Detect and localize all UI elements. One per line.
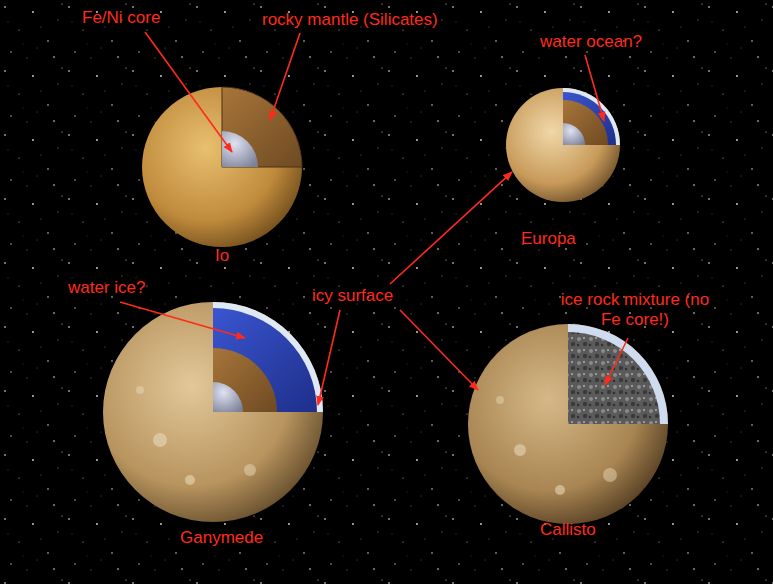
leader-lines <box>120 32 628 405</box>
ocean-layer <box>563 92 616 145</box>
core-layer <box>563 123 585 145</box>
crater <box>555 485 565 495</box>
crater <box>185 475 195 485</box>
moon-name: Callisto <box>540 520 596 540</box>
ice-layer <box>568 324 668 424</box>
leader-line <box>145 32 232 152</box>
core-layer <box>213 382 243 412</box>
moon-name: Ganymede <box>180 528 263 548</box>
leader-line <box>390 172 512 284</box>
moon-surface <box>142 87 302 247</box>
europa-cutaway <box>506 88 620 202</box>
mantle-layer <box>213 348 277 412</box>
part-label: icy surface <box>312 286 393 306</box>
mantle-layer <box>563 100 608 145</box>
moon-surface <box>103 302 323 522</box>
moon-name: Europa <box>521 229 576 249</box>
part-label: Fe/Ni core <box>82 8 160 28</box>
part-label: water ice? <box>68 278 145 298</box>
water-ice-layer <box>213 308 317 412</box>
crater <box>153 433 167 447</box>
leader-line <box>605 338 628 385</box>
ganymede-cutaway <box>103 302 323 522</box>
ice-layer <box>563 88 620 145</box>
ice-rock-mixture-layer <box>568 332 660 424</box>
ice-layer <box>213 302 323 412</box>
moon-surface <box>468 324 668 524</box>
crater <box>136 386 144 394</box>
leader-line <box>400 310 478 390</box>
crater <box>244 464 256 476</box>
crater <box>514 444 526 456</box>
leader-line <box>318 310 340 405</box>
io-cutaway <box>142 87 302 247</box>
leader-line <box>270 33 300 120</box>
core-layer <box>222 131 258 167</box>
crater <box>496 396 504 404</box>
moon-name: Io <box>215 246 229 266</box>
leader-line <box>120 302 245 338</box>
part-label: water ocean? <box>540 32 642 52</box>
part-label: ice rock mixture (no Fe core!) <box>560 290 710 330</box>
moon-surface <box>506 88 620 202</box>
callisto-cutaway <box>468 324 668 524</box>
crater <box>603 468 617 482</box>
part-label: rocky mantle (Silicates) <box>262 10 438 30</box>
mantle-layer <box>222 87 302 167</box>
leader-line <box>585 55 604 121</box>
